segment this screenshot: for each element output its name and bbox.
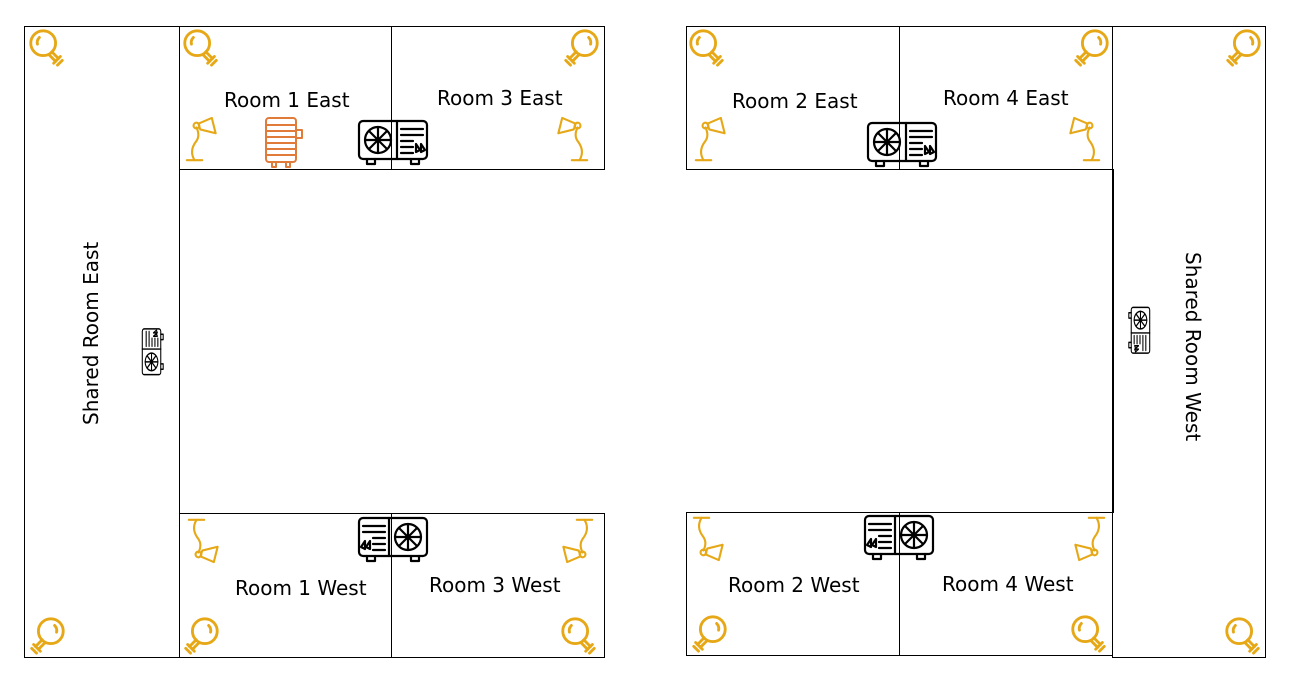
desk-lamp-icon (1055, 116, 1103, 164)
label-shared-room-west: Shared Room West (1181, 252, 1205, 442)
desk-lamp-icon (543, 116, 591, 164)
label-shared-room-east: Shared Room East (79, 241, 103, 425)
light-bulb-icon (1222, 26, 1264, 68)
light-bulb-icon (180, 26, 222, 68)
label-room-1-west: Room 1 West (235, 576, 367, 600)
room-3-east (391, 26, 605, 170)
desk-lamp-icon (183, 116, 231, 164)
room-3-west (391, 513, 605, 658)
air-conditioner-icon (357, 118, 429, 166)
light-bulb-icon (558, 614, 600, 656)
air-conditioner-icon (128, 306, 178, 376)
desk-lamp-icon (1060, 514, 1108, 562)
air-conditioner-icon (866, 120, 938, 168)
room-shared-west (1112, 26, 1266, 658)
central-hall-east (179, 169, 605, 514)
label-room-4-west: Room 4 West (942, 572, 1074, 596)
light-bulb-icon (688, 612, 730, 654)
desk-lamp-icon (548, 516, 596, 564)
light-bulb-icon (686, 26, 728, 68)
light-bulb-icon (26, 26, 68, 68)
central-hall-west (686, 169, 1114, 513)
light-bulb-icon (180, 614, 222, 656)
label-room-4-east: Room 4 East (943, 86, 1069, 110)
desk-lamp-icon (690, 514, 738, 562)
light-bulb-icon (1068, 612, 1110, 654)
air-conditioner-icon (1114, 306, 1164, 376)
radiator-icon (262, 116, 304, 168)
desk-lamp-icon (185, 516, 233, 564)
label-room-1-east: Room 1 East (224, 88, 350, 112)
label-room-2-east: Room 2 East (732, 89, 858, 113)
desk-lamp-icon (692, 116, 740, 164)
label-room-3-west: Room 3 West (429, 573, 561, 597)
light-bulb-icon (1070, 26, 1112, 68)
light-bulb-icon (26, 614, 68, 656)
air-conditioner-icon (357, 515, 429, 563)
light-bulb-icon (1222, 614, 1264, 656)
air-conditioner-icon (863, 513, 935, 561)
light-bulb-icon (560, 26, 602, 68)
label-room-2-west: Room 2 West (728, 573, 860, 597)
label-room-3-east: Room 3 East (437, 86, 563, 110)
